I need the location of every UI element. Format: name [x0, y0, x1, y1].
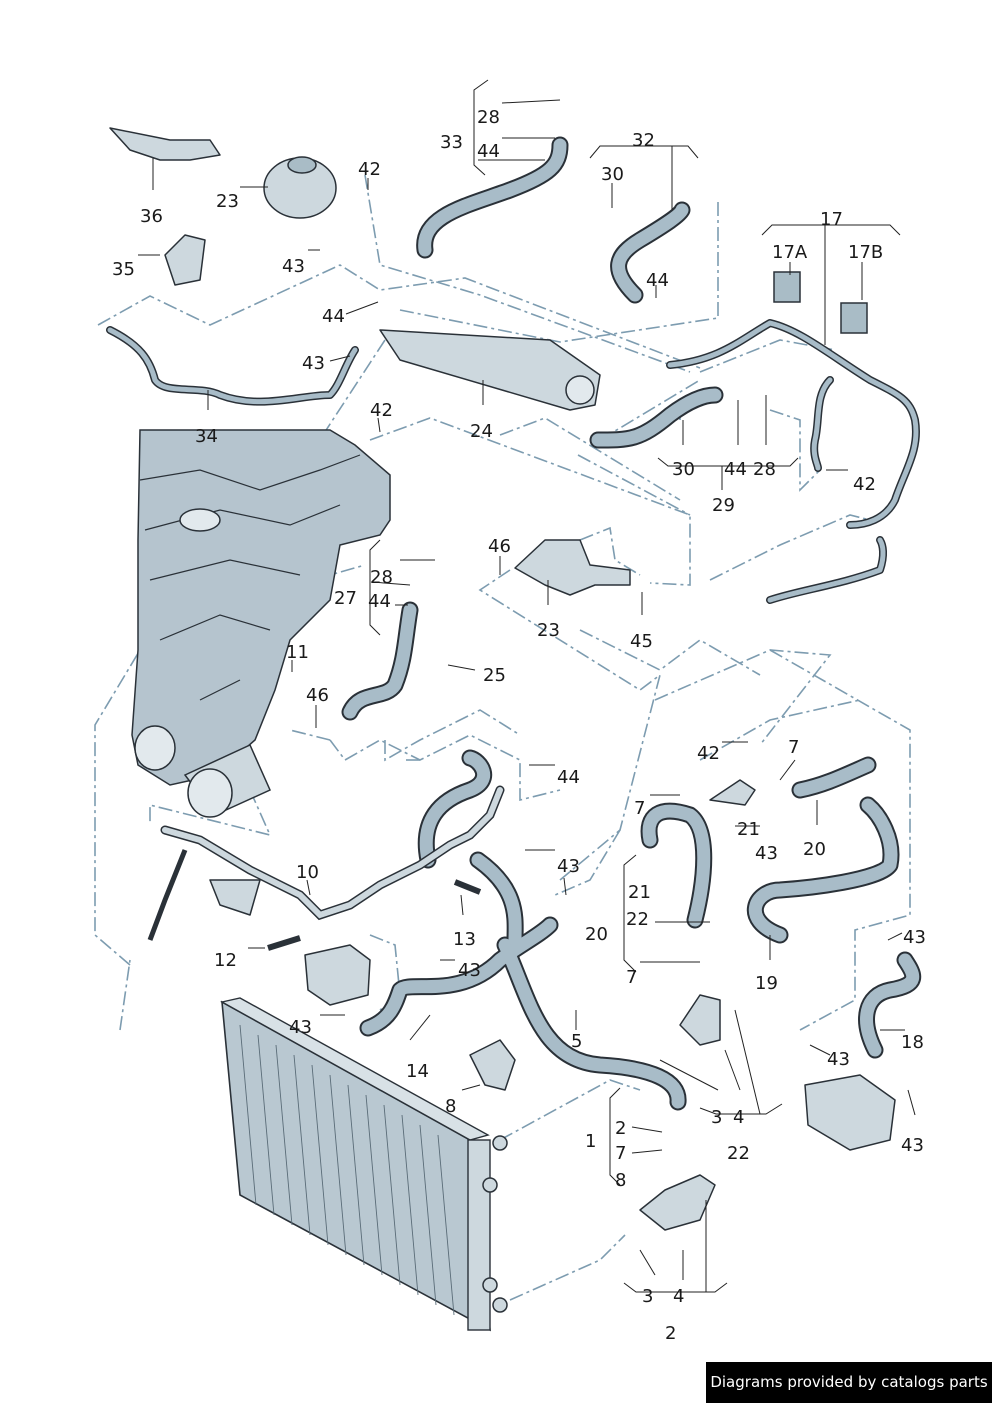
part-label-l20b: 20	[585, 924, 608, 945]
part-label-l13: 13	[453, 929, 476, 950]
attribution-banner: Diagrams provided by catalogs parts	[706, 1362, 992, 1403]
part-label-l17b: 17B	[848, 242, 883, 263]
part-label-l34: 34	[195, 426, 218, 447]
part-label-l4a: 4	[733, 1107, 744, 1128]
part-label-l23a: 23	[216, 191, 239, 212]
part-label-l44d: 44	[724, 459, 747, 480]
part-label-l8b: 8	[615, 1170, 626, 1191]
part-label-l43a: 43	[282, 256, 305, 277]
coolant-pipe	[147, 785, 505, 941]
part-label-l12: 12	[214, 950, 237, 971]
part-label-l19: 19	[755, 973, 778, 994]
part-label-l7d: 7	[615, 1143, 626, 1164]
attribution-text: Diagrams provided by catalogs parts	[710, 1373, 988, 1391]
components	[109, 127, 896, 1231]
part-label-l14: 14	[406, 1061, 429, 1082]
part-label-l44a: 44	[477, 141, 500, 162]
part-label-l7b: 7	[634, 798, 645, 819]
part-label-l4b: 4	[673, 1286, 684, 1307]
part-label-l21b: 21	[628, 882, 651, 903]
part-label-l35: 35	[112, 259, 135, 280]
part-label-l11: 11	[286, 642, 309, 663]
part-label-l23b: 23	[537, 620, 560, 641]
part-label-l44b: 44	[646, 270, 669, 291]
part-label-l20a: 20	[803, 839, 826, 860]
part-label-l25: 25	[483, 665, 506, 686]
part-label-l3a: 3	[711, 1107, 722, 1128]
part-label-l27: 27	[334, 588, 357, 609]
part-label-l42d: 42	[697, 743, 720, 764]
part-label-l43c: 43	[755, 843, 778, 864]
part-label-l3b: 3	[642, 1286, 653, 1307]
part-label-l2b: 2	[665, 1323, 676, 1344]
radiator	[220, 997, 508, 1332]
part-label-l45: 45	[630, 631, 653, 652]
part-label-l46b: 46	[306, 685, 329, 706]
part-label-l44c: 44	[322, 306, 345, 327]
part-label-l17a: 17A	[772, 242, 808, 263]
part-label-l8a: 8	[445, 1096, 456, 1117]
part-label-l44e: 44	[368, 591, 391, 612]
part-label-l28b: 28	[753, 459, 776, 480]
part-label-l32: 32	[632, 130, 655, 151]
part-label-l36: 36	[140, 206, 163, 227]
part-label-l24: 24	[470, 421, 493, 442]
part-label-l43b: 43	[302, 353, 325, 374]
part-label-l22a: 22	[626, 909, 649, 930]
part-label-l42b: 42	[370, 400, 393, 421]
part-label-l33: 33	[440, 132, 463, 153]
part-label-l17: 17	[820, 209, 843, 230]
dashed-guide-lines	[94, 174, 911, 1301]
part-label-l42a: 42	[358, 159, 381, 180]
part-label-l1: 1	[585, 1131, 596, 1152]
part-label-l10: 10	[296, 862, 319, 883]
part-label-l43h: 43	[827, 1049, 850, 1070]
part-label-l18: 18	[901, 1032, 924, 1053]
part-label-l43g: 43	[289, 1017, 312, 1038]
part-label-l30a: 30	[601, 164, 624, 185]
part-label-l46a: 46	[488, 536, 511, 557]
part-label-l30b: 30	[672, 459, 695, 480]
part-label-l43i: 43	[901, 1135, 924, 1156]
part-label-l44f: 44	[557, 767, 580, 788]
hoses	[106, 136, 922, 1111]
part-label-l21a: 21	[737, 819, 760, 840]
part-label-l42c: 42	[853, 474, 876, 495]
leader-lines	[138, 79, 916, 1293]
part-label-l7c: 7	[626, 967, 637, 988]
engine-block	[131, 429, 391, 818]
part-label-l28c: 28	[370, 567, 393, 588]
part-label-l29: 29	[712, 495, 735, 516]
part-label-l7a: 7	[788, 737, 799, 758]
part-label-l43e: 43	[903, 927, 926, 948]
part-label-l2a: 2	[615, 1118, 626, 1139]
part-label-l5: 5	[571, 1031, 582, 1052]
part-label-l43f: 43	[458, 960, 481, 981]
part-label-l43d: 43	[557, 856, 580, 877]
part-label-l28a: 28	[477, 107, 500, 128]
part-label-l22b: 22	[727, 1143, 750, 1164]
